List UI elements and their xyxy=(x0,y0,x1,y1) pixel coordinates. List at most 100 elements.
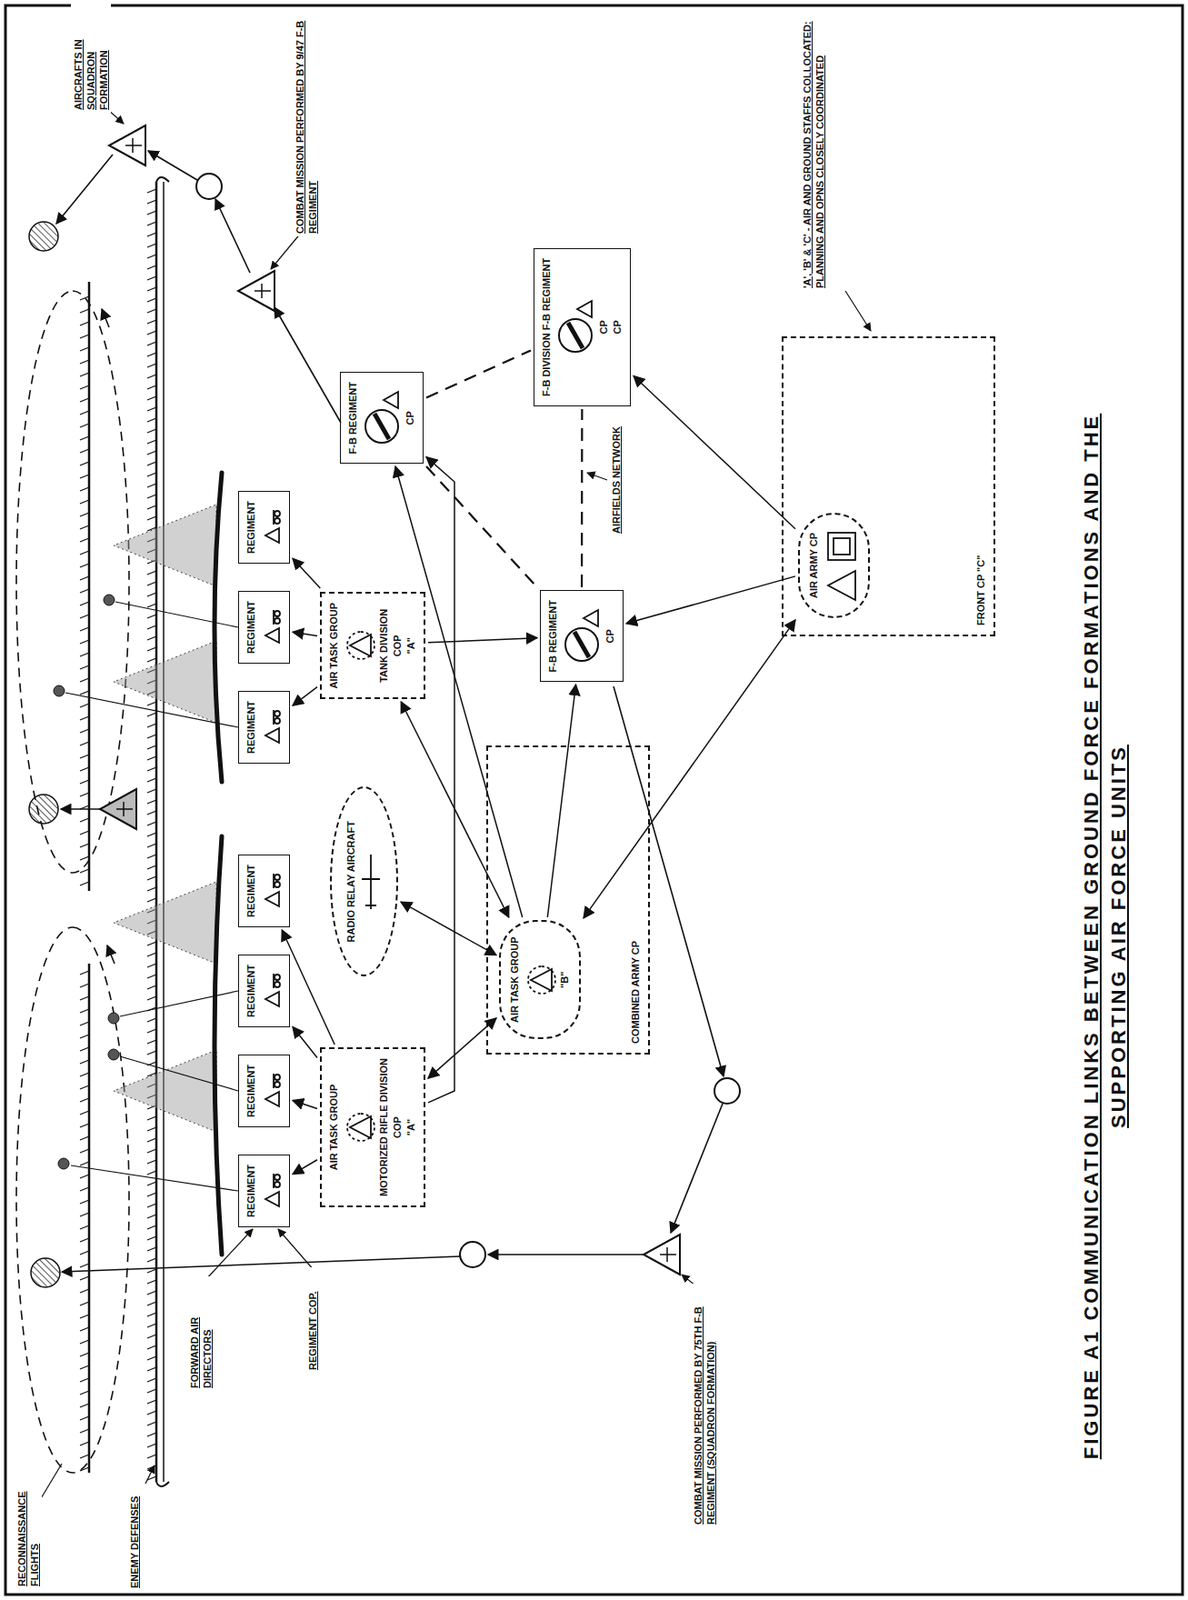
page-border xyxy=(5,5,1183,1595)
cp-symbol xyxy=(342,1107,376,1148)
node-text: "A" xyxy=(405,635,418,656)
radio-link xyxy=(633,375,796,529)
node-text: COP xyxy=(391,632,404,659)
flag-symbol xyxy=(259,1171,282,1210)
node-text: COP xyxy=(391,1114,404,1140)
flag-symbol xyxy=(259,1071,282,1110)
radio-link xyxy=(395,466,523,918)
radio-link xyxy=(428,638,538,643)
radio-relay-aircraft: RADIO RELAY AIRCRAFT xyxy=(329,786,399,977)
node-text: CP xyxy=(604,627,617,645)
strike-targets xyxy=(29,221,60,1288)
node-text: AIR TASK GROUP xyxy=(328,1082,340,1173)
cp-symbol xyxy=(523,959,557,1000)
recon-arrows xyxy=(101,309,115,964)
radio-link xyxy=(292,1100,318,1109)
node-text: RADIO RELAY AIRCRAFT xyxy=(345,818,358,944)
friendly-front xyxy=(214,472,222,1255)
callout-label: FORWARD AIR DIRECTORS xyxy=(187,1276,215,1391)
target-lines xyxy=(65,601,239,1191)
radio-link xyxy=(281,929,335,1045)
node-text: CP xyxy=(611,318,624,336)
hq-symbol xyxy=(822,527,859,604)
node-text: AIR ARMY CP xyxy=(808,530,820,600)
figure-title: FIGURE A1 COMMUNICATION LINKS BETWEEN GR… xyxy=(1078,409,1133,1464)
ground-targets xyxy=(53,594,120,1169)
node-text: COMBINED ARMY CP xyxy=(629,938,642,1046)
node-text: "B" xyxy=(559,969,571,990)
front-cp-box: FRONT CP "C" AIR ARMY CP xyxy=(781,336,996,637)
node-text: AIR TASK GROUP xyxy=(509,934,521,1025)
callout-label: 'A', 'B' & 'C' - AIR AND GROUND STAFFS C… xyxy=(799,12,828,291)
airfield-network-link xyxy=(426,349,531,398)
airfield: F-B REGIMENT CP xyxy=(539,589,624,682)
node-text: F-B REGIMENT xyxy=(347,379,360,456)
division-cop: AIR TASK GROUP MOTORIZED RIFLE DIVISIONCO… xyxy=(319,1047,426,1208)
radio-link xyxy=(292,631,318,636)
node-text: FRONT CP "C" xyxy=(975,553,988,628)
node-text: REGIMENT xyxy=(245,862,258,919)
flag-symbol xyxy=(259,608,282,647)
flag-symbol xyxy=(259,871,282,910)
airfield-network-link xyxy=(580,409,583,588)
aircraft-waypoints xyxy=(196,173,740,1268)
radio-link xyxy=(292,1159,318,1175)
leader-lines xyxy=(39,109,871,1500)
regiment-cop: REGIMENT xyxy=(238,854,290,928)
combined-army-cp-box: COMBINED ARMY CP AIR TASK GROUP "B" xyxy=(486,745,650,1055)
airfield: F-B REGIMENT CP xyxy=(339,371,424,464)
division-cop: AIR TASK GROUP TANK DIVISIONCOP"A" xyxy=(319,591,426,700)
callout-label: RECONNAISSANCE FLIGHTS xyxy=(14,1474,42,1589)
airfield-network-link xyxy=(426,466,538,588)
callout-label: COMBAT MISSION PERFORMED BY 9/47 F-B REG… xyxy=(292,12,320,237)
flag-symbol xyxy=(259,508,282,547)
field-symbol xyxy=(361,389,402,447)
field-symbol xyxy=(561,608,602,665)
callout-label: COMBAT MISSION PERFORMED BY 75TH F-B REG… xyxy=(690,1283,719,1528)
callout-label: AIRCRAFTS IN SQUADRON FORMATION xyxy=(70,0,111,113)
defense-hatching xyxy=(79,189,157,1480)
node-text: F-B REGIMENT xyxy=(547,598,560,674)
node-text: REGIMENT xyxy=(245,1162,258,1219)
callout-label: AIRFIELDS NETWORK xyxy=(608,421,624,537)
callout-label: ENEMY DEFENSES xyxy=(127,1477,142,1591)
callout-label: REGIMENT COP. xyxy=(305,1267,320,1373)
node-text: REGIMENT xyxy=(245,499,258,556)
node-text: "A" xyxy=(405,1117,418,1138)
node-text: TANK DIVISION xyxy=(378,607,390,685)
regiment-cop: REGIMENT xyxy=(238,590,290,664)
plane-symbol xyxy=(359,849,382,914)
radio-link xyxy=(547,684,576,918)
air-task-group: AIR TASK GROUP "B" xyxy=(499,919,581,1039)
node-text: CP xyxy=(598,318,610,336)
node-text: AIR TASK GROUP xyxy=(328,600,340,691)
flag-symbol xyxy=(259,708,282,747)
regiment-cop: REGIMENT xyxy=(238,1054,290,1128)
node-text: REGIMENT xyxy=(245,1062,258,1119)
field-symbol xyxy=(555,299,596,356)
regiment-cop: REGIMENT xyxy=(238,690,290,764)
node-text: F-B DIVISION F-B REGIMENT xyxy=(540,256,553,399)
enemy-lines xyxy=(89,177,170,1487)
airfield: F-B DIVISION F-B REGIMENT CPCP xyxy=(533,248,631,407)
radio-link xyxy=(583,619,796,919)
radio-link xyxy=(626,576,796,624)
recon-loops xyxy=(16,290,130,1473)
air-army-cp: AIR ARMY CP xyxy=(798,512,870,619)
node-text: REGIMENT xyxy=(245,598,258,656)
aircraft-marks xyxy=(116,138,677,1262)
regiment-cop: REGIMENT xyxy=(238,1154,290,1228)
flag-symbol xyxy=(259,971,282,1010)
flight-paths xyxy=(56,150,724,1272)
node-text: REGIMENT xyxy=(245,962,258,1019)
node-text: CP xyxy=(404,409,417,427)
radio-link xyxy=(292,1027,318,1059)
radio-link xyxy=(292,687,318,706)
aircraft-triangles xyxy=(99,125,680,1275)
node-text: MOTORIZED RIFLE DIVISION xyxy=(378,1056,390,1198)
radio-link xyxy=(292,558,320,589)
node-text: REGIMENT xyxy=(245,698,258,756)
